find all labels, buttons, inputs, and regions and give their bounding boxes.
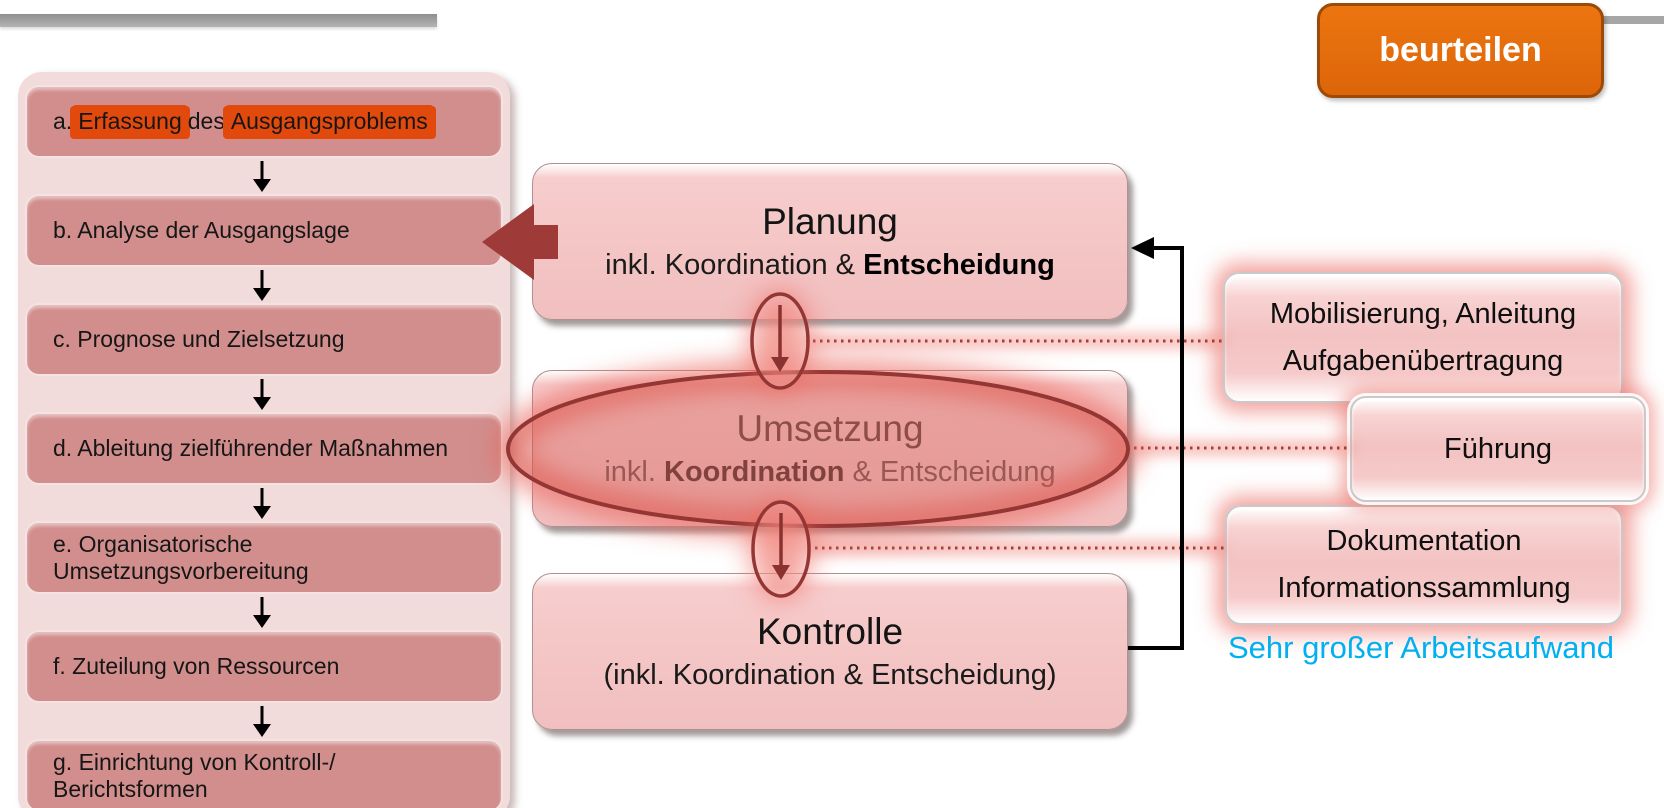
badge-beurteilen: beurteilen [1317,3,1604,98]
dokumentation-line2: Informationssammlung [1277,572,1571,604]
feedback-loop-arrowhead [1131,237,1154,259]
step-b: b. Analyse der Ausgangslage [25,194,503,267]
top-left-gray-bar [0,14,437,27]
steps-panel: a. Erfassung des Ausgangsproblems b. Anal… [18,72,510,808]
box-mobilisierung-anleitung: Mobilisierung, Anleitung Aufgabenübertra… [1223,272,1623,403]
step-text: d. Ableitung zielführender Maßnahmen [53,435,449,461]
step-text: des [187,108,225,134]
box-fuehrung: Führung [1350,396,1646,502]
step-text: g. Einrichtung von Kontroll-/ Berichtsfo… [53,748,336,802]
step-c: c. Prognose und Zielsetzung [25,303,503,376]
planung-subtitle: inkl. Koordination & Entscheidung [605,249,1055,281]
process-box-planung: Planung inkl. Koordination & Entscheidun… [532,163,1128,320]
highlighted-text: Ausgangsproblems [224,105,434,138]
mobilisierung-line1: Mobilisierung, Anleitung [1269,297,1577,330]
step-text: e. Organisatorische Umsetzungsvorbereitu… [53,530,309,584]
box-dokumentation: Dokumentation Informationssammlung [1225,505,1623,625]
step-text: b. Analyse der Ausgangslage [53,217,350,243]
fuehrung-line1: Führung [1443,432,1552,465]
top-right-gray-line [1556,16,1664,24]
process-box-umsetzung: Umsetzung inkl. Koordination & Entscheid… [532,370,1128,527]
kontrolle-title: Kontrolle [756,611,904,652]
step-text: c. Prognose und Zielsetzung [53,326,345,352]
step-text: a. [53,108,73,134]
step-e: e. Organisatorische Umsetzungsvorbereitu… [25,521,503,594]
step-a: a. Erfassung des Ausgangsproblems [25,85,503,158]
step-d: d. Ableitung zielführender Maßnahmen [25,412,503,485]
process-box-kontrolle: Kontrolle (inkl. Koordination & Entschei… [532,573,1128,730]
badge-label: beurteilen [1379,31,1542,69]
dokumentation-line1: Dokumentation [1326,525,1522,558]
umsetzung-subtitle: inkl. Koordination & Entscheidung [604,456,1056,488]
step-f: f. Zuteilung von Ressourcen [25,630,503,703]
caption-arbeitsaufwand: Sehr großer Arbeitsaufwand [1228,630,1614,665]
planung-title: Planung [762,201,898,242]
feedback-loop-line [1128,246,1184,650]
kontrolle-subtitle: (inkl. Koordination & Entscheidung) [603,659,1057,691]
highlighted-text: Erfassung [72,105,188,138]
step-text: f. Zuteilung von Ressourcen [53,653,340,679]
mobilisierung-line2: Aufgabenübertragung [1282,344,1564,377]
step-g: g. Einrichtung von Kontroll-/ Berichtsfo… [25,739,503,808]
umsetzung-title: Umsetzung [736,408,924,449]
